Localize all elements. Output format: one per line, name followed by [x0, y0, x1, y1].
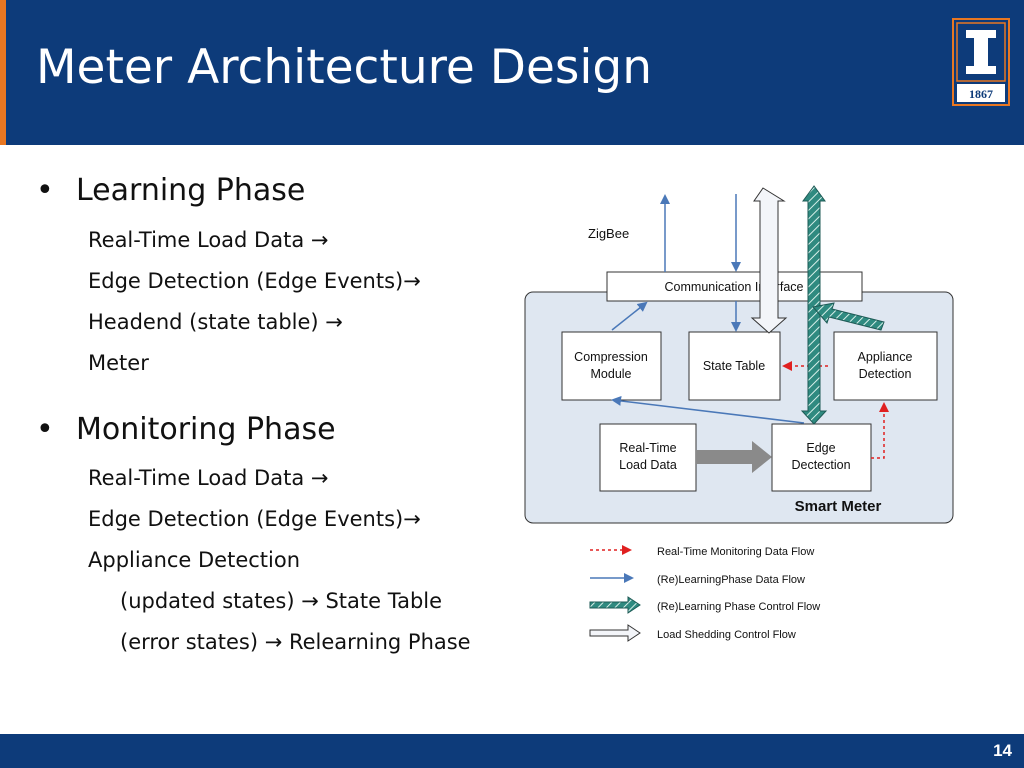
learning-line-2: Edge Detection (Edge Events)→ — [88, 269, 421, 293]
monitoring-line-1: Real-Time Load Data → — [88, 466, 329, 490]
slide-title: Meter Architecture Design — [36, 40, 653, 95]
bullet-label: Learning Phase — [76, 173, 306, 208]
legend-item-2: (Re)LearningPhase Data Flow — [657, 574, 805, 586]
bullet-dot: • — [36, 173, 54, 208]
load-shedding-arrow — [750, 187, 788, 334]
realtime-load-data-box — [599, 423, 697, 492]
legend-item-3: (Re)Learning Phase Control Flow — [657, 601, 820, 613]
legend-item-1: Real-Time Monitoring Data Flow — [657, 546, 814, 558]
smart-meter-label: Smart Meter — [795, 498, 882, 515]
arrow-compression-to-interface — [611, 301, 648, 331]
header-bar — [0, 0, 1024, 145]
compression-label-2: Module — [591, 367, 632, 381]
arrow-edge-to-appliance — [871, 402, 889, 459]
bullet-monitoring-phase: • Monitoring Phase — [36, 412, 336, 447]
edge-detection-box — [771, 423, 872, 492]
monitoring-line-4: (updated states) → State Table — [120, 589, 443, 613]
appliance-label-2: Detection — [859, 367, 912, 381]
appliance-detection-box — [833, 331, 938, 401]
legend-hollow-swatch — [589, 624, 641, 642]
compression-label-1: Compression — [574, 350, 648, 364]
bullet-learning-phase: • Learning Phase — [36, 173, 306, 208]
arrow-edge-to-compression — [611, 395, 805, 424]
monitoring-line-3: Appliance Detection — [88, 548, 301, 572]
architecture-diagram: Smart Meter ZigBee Communication Interfa… — [524, 185, 954, 642]
state-table-box — [688, 331, 781, 401]
appliance-label-1: Appliance — [858, 350, 913, 364]
edge-label-1: Edge — [806, 441, 835, 455]
learning-line-1: Real-Time Load Data → — [88, 228, 329, 252]
relearning-control-arrow-diagonal — [812, 302, 885, 331]
footer-bar — [0, 734, 1024, 768]
bullet-dot: • — [36, 412, 54, 447]
smart-meter-box — [524, 291, 954, 524]
legend: Real-Time Monitoring Data Flow (Re)Learn… — [589, 545, 820, 642]
monitoring-line-2: Edge Detection (Edge Events)→ — [88, 507, 421, 531]
accent-stripe — [0, 0, 6, 145]
learning-line-3: Headend (state table) → — [88, 310, 343, 334]
learning-line-4: Meter — [88, 351, 149, 375]
communication-interface-label: Communication Interface — [665, 280, 804, 294]
arrow-realtime-to-edge — [696, 441, 772, 473]
monitoring-line-5: (error states) → Relearning Phase — [120, 630, 471, 654]
edge-label-2: Dectection — [791, 458, 850, 472]
logo-year: 1867 — [969, 87, 993, 101]
realtime-label-2: Load Data — [619, 458, 677, 472]
realtime-label-1: Real-Time — [619, 441, 676, 455]
compression-module-box — [561, 331, 662, 401]
bullet-label: Monitoring Phase — [76, 412, 336, 447]
zigbee-label: ZigBee — [588, 226, 629, 241]
page-number: 14 — [993, 741, 1012, 760]
relearning-control-arrow-vertical — [800, 185, 828, 425]
state-table-label: State Table — [703, 359, 765, 373]
university-logo: 1867 — [952, 18, 1010, 106]
legend-item-4: Load Shedding Control Flow — [657, 629, 796, 641]
legend-teal-swatch — [589, 596, 641, 614]
